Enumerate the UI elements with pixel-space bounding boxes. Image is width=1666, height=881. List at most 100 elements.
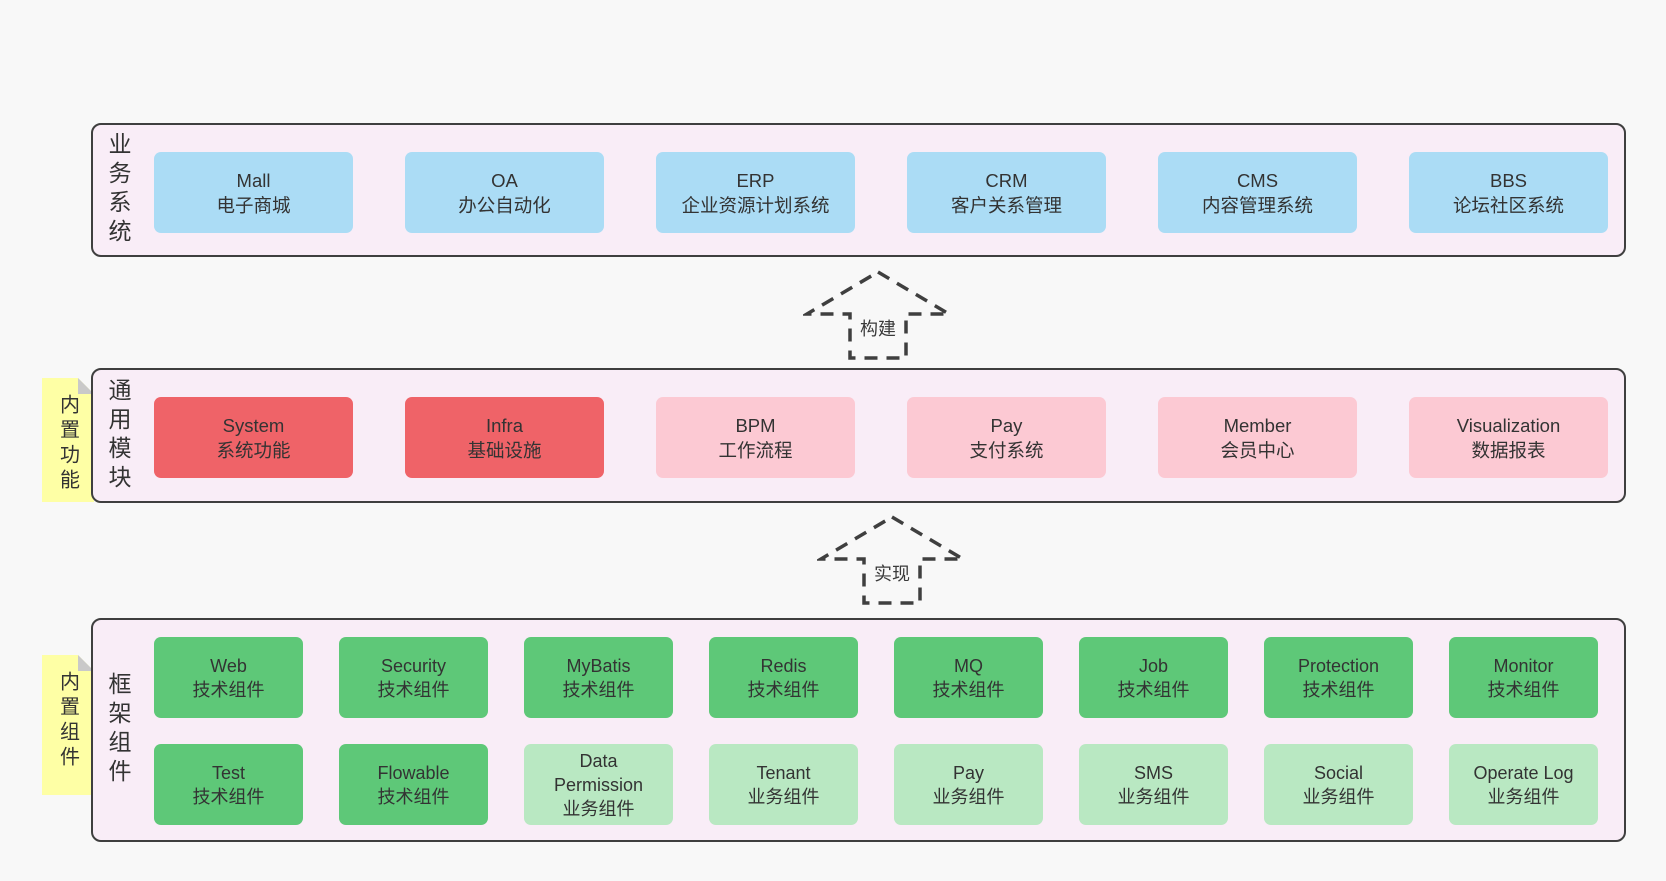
section-common-modules: 通用模块 System 系统功能 Infra 基础设施 BPM 工作流程 Pay… <box>91 368 1626 503</box>
box-subtitle: 技术组件 <box>562 679 635 700</box>
box-subtitle: 技术组件 <box>192 786 265 807</box>
box-title: Pay <box>990 414 1023 436</box>
box-crm: CRM 客户关系管理 <box>907 152 1106 233</box>
box-test: Test 技术组件 <box>154 744 303 825</box>
sticky-note-builtin-components: 内置组件 <box>42 655 94 795</box>
box-title: System <box>222 414 285 436</box>
box-subtitle: 办公自动化 <box>458 194 551 216</box>
box-title: ERP <box>736 169 775 191</box>
box-title: Visualization <box>1456 414 1561 436</box>
box-title: Pay <box>952 762 985 783</box>
box-mall: Mall 电子商城 <box>154 152 353 233</box>
box-redis: Redis 技术组件 <box>709 637 858 718</box>
box-subtitle: 客户关系管理 <box>950 194 1062 216</box>
box-bpm: BPM 工作流程 <box>656 397 855 478</box>
box-subtitle: 业务组件 <box>932 786 1005 807</box>
box-subtitle: 技术组件 <box>377 679 450 700</box>
arrow-label: 构建 <box>858 315 898 341</box>
box-title: Flowable <box>377 762 450 783</box>
section-framework-components: 框架组件 Web 技术组件 Security 技术组件 MyBatis 技术组件… <box>91 618 1626 842</box>
arrow-implement: 实现 <box>817 514 967 606</box>
box-title: SMS <box>1133 762 1173 783</box>
box-visualization: Visualization 数据报表 <box>1409 397 1608 478</box>
box-title: MyBatis <box>566 655 631 676</box>
section-business-systems: 业务系统 Mall 电子商城 OA 办公自动化 ERP 企业资源计划系统 CRM… <box>91 123 1626 257</box>
box-security: Security 技术组件 <box>339 637 488 718</box>
box-system: System 系统功能 <box>154 397 353 478</box>
box-monitor: Monitor 技术组件 <box>1449 637 1598 718</box>
box-subtitle: 内容管理系统 <box>1201 194 1313 216</box>
box-web: Web 技术组件 <box>154 637 303 718</box>
box-subtitle: 系统功能 <box>216 439 291 461</box>
box-title: Data Permission <box>553 750 644 795</box>
box-title: OA <box>491 169 518 191</box>
box-subtitle: 数据报表 <box>1471 439 1546 461</box>
arrow-build: 构建 <box>803 269 953 361</box>
box-subtitle: 会员中心 <box>1220 439 1295 461</box>
box-sms: SMS 业务组件 <box>1079 744 1228 825</box>
box-subtitle: 工作流程 <box>718 439 793 461</box>
box-subtitle: 技术组件 <box>1487 679 1560 700</box>
box-job: Job 技术组件 <box>1079 637 1228 718</box>
box-title: Security <box>380 655 447 676</box>
box-title: MQ <box>954 655 983 676</box>
box-title: Tenant <box>756 762 811 783</box>
box-title: Job <box>1138 655 1169 676</box>
box-title: Operate Log <box>1473 762 1574 783</box>
box-cms: CMS 内容管理系统 <box>1158 152 1357 233</box>
box-title: Web <box>210 655 247 676</box>
box-subtitle: 技术组件 <box>932 679 1005 700</box>
box-subtitle: 业务组件 <box>1487 786 1560 807</box>
dashed-up-arrow-icon <box>803 269 953 360</box>
box-subtitle: 论坛社区系统 <box>1452 194 1564 216</box>
box-infra: Infra 基础设施 <box>405 397 604 478</box>
box-subtitle: 电子商城 <box>216 194 291 216</box>
box-operate-log: Operate Log 业务组件 <box>1449 744 1598 825</box>
section-title: 业务系统 <box>105 132 131 248</box>
box-member: Member 会员中心 <box>1158 397 1357 478</box>
box-mybatis: MyBatis 技术组件 <box>524 637 673 718</box>
box-subtitle: 业务组件 <box>1302 786 1375 807</box>
box-title: Monitor <box>1493 655 1554 676</box>
sticky-note-builtin-features: 内置功能 <box>42 378 94 502</box>
box-flowable: Flowable 技术组件 <box>339 744 488 825</box>
box-title: Redis <box>760 655 807 676</box>
box-subtitle: 业务组件 <box>747 786 820 807</box>
box-title: Mall <box>236 169 271 191</box>
box-bbs: BBS 论坛社区系统 <box>1409 152 1608 233</box>
box-subtitle: 业务组件 <box>562 798 635 819</box>
box-subtitle: 业务组件 <box>1117 786 1190 807</box>
box-mq: MQ 技术组件 <box>894 637 1043 718</box>
box-title: BBS <box>1489 169 1528 191</box>
box-pay-system: Pay 支付系统 <box>907 397 1106 478</box>
box-protection: Protection 技术组件 <box>1264 637 1413 718</box>
box-data-permission: Data Permission 业务组件 <box>524 744 673 825</box>
box-social: Social 业务组件 <box>1264 744 1413 825</box>
box-title: CRM <box>985 169 1028 191</box>
dashed-up-arrow-icon <box>817 514 967 605</box>
sticky-note-label: 内置功能 <box>56 394 79 494</box>
sticky-note-label: 内置组件 <box>56 671 79 771</box>
box-subtitle: 技术组件 <box>377 786 450 807</box>
box-erp: ERP 企业资源计划系统 <box>656 152 855 233</box>
box-title: Social <box>1313 762 1364 783</box>
box-subtitle: 技术组件 <box>1302 679 1375 700</box>
box-title: CMS <box>1236 169 1279 191</box>
box-subtitle: 技术组件 <box>1117 679 1190 700</box>
box-title: Member <box>1223 414 1292 436</box>
box-subtitle: 技术组件 <box>747 679 820 700</box>
box-pay-component: Pay 业务组件 <box>894 744 1043 825</box>
box-tenant: Tenant 业务组件 <box>709 744 858 825</box>
box-title: Protection <box>1297 655 1380 676</box>
box-subtitle: 企业资源计划系统 <box>681 194 830 216</box>
box-title: Test <box>211 762 245 783</box>
arrow-label: 实现 <box>872 560 912 586</box>
box-title: Infra <box>485 414 524 436</box>
box-subtitle: 支付系统 <box>969 439 1044 461</box>
section-title: 框架组件 <box>105 672 131 788</box>
box-subtitle: 基础设施 <box>467 439 542 461</box>
box-title: BPM <box>735 414 776 436</box>
box-subtitle: 技术组件 <box>192 679 265 700</box>
section-title: 通用模块 <box>105 377 131 494</box>
